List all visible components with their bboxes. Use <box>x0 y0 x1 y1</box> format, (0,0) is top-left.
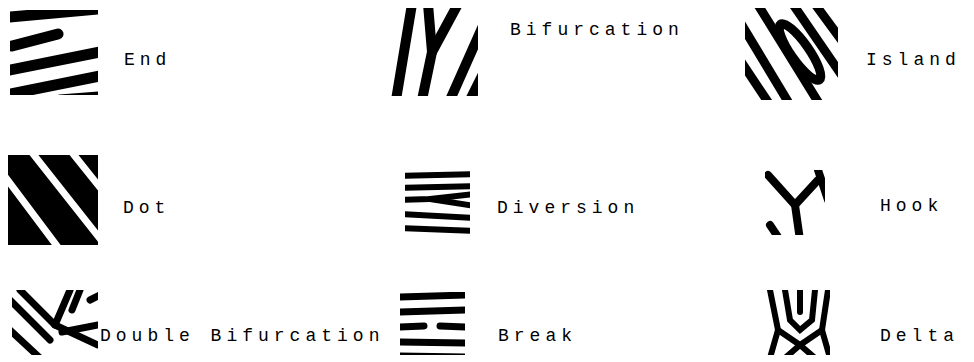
double-bifurcation-patch <box>12 290 98 355</box>
minutia-label: Hook <box>880 196 943 216</box>
break-patch <box>400 295 465 355</box>
bifurcation-patch <box>396 8 478 96</box>
delta-patch <box>770 290 830 355</box>
minutia-label: End <box>124 50 171 70</box>
diversion-patch <box>405 174 470 231</box>
minutia-label: Double Bifurcation <box>100 326 384 346</box>
minutia-label: Bifurcation <box>510 20 684 40</box>
end-patch <box>10 10 98 95</box>
island-patch <box>745 8 838 100</box>
minutia-label: Delta <box>880 326 959 346</box>
minutia-label: Diversion <box>497 198 639 218</box>
dot-patch <box>8 155 98 245</box>
hook-patch <box>768 170 825 235</box>
minutia-label: Dot <box>123 198 170 218</box>
minutia-label: Break <box>498 326 577 346</box>
minutia-label: Island <box>866 50 961 70</box>
